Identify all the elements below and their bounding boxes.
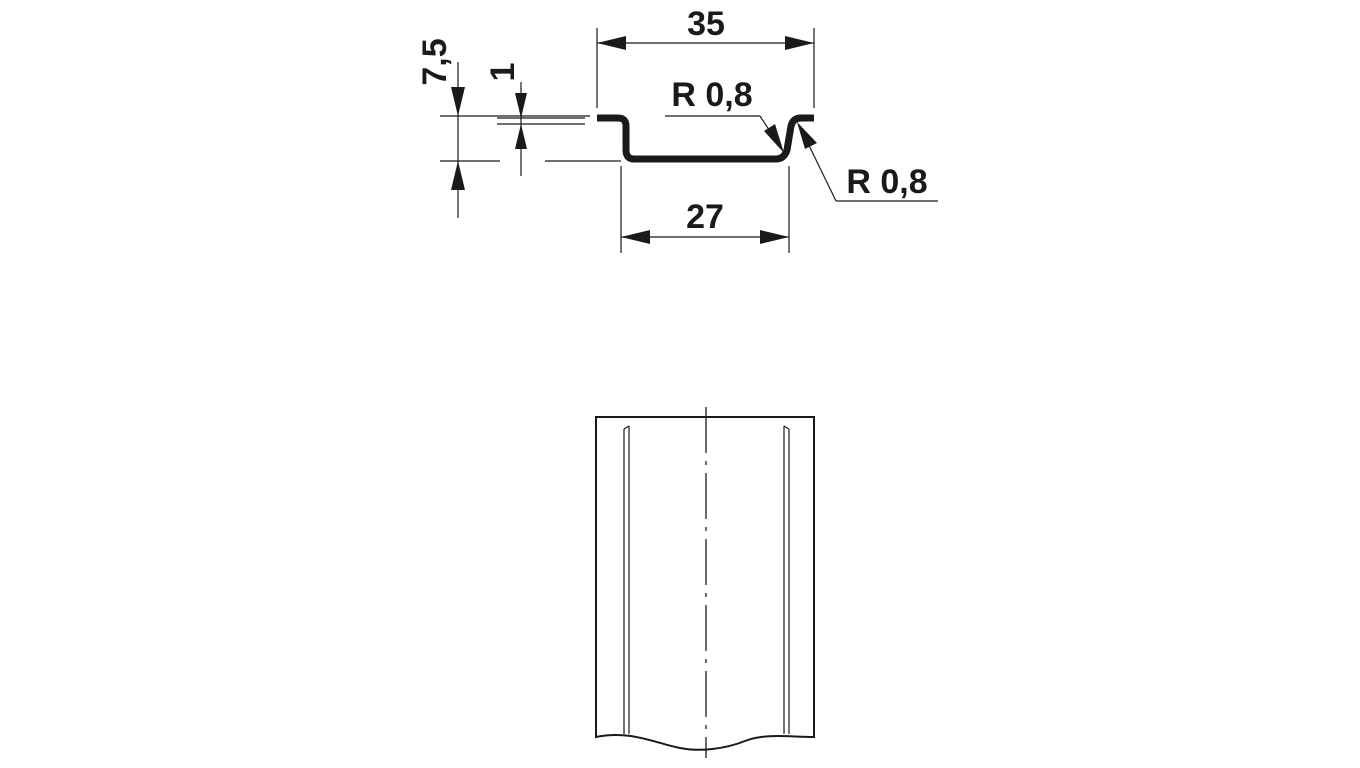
dimension-height: 7,5 <box>416 38 621 218</box>
dimension-thickness: 1 <box>484 63 585 176</box>
dimension-label-35: 35 <box>687 5 725 43</box>
dimension-width-top: 35 <box>596 5 815 108</box>
top-view <box>595 407 815 758</box>
rail-profile <box>597 114 814 163</box>
cross-section-view: 35 27 7,5 1 <box>416 5 938 253</box>
radius-callout-inner: R 0,8 <box>665 76 784 153</box>
dimension-label-27: 27 <box>686 198 724 236</box>
dimension-label-7-5: 7,5 <box>416 38 454 85</box>
dimension-label-1: 1 <box>484 63 522 82</box>
radius-label-outer: R 0,8 <box>846 163 927 201</box>
dimension-width-bottom: 27 <box>620 166 790 253</box>
rail-top-view-outline <box>595 416 815 751</box>
radius-callout-outer: R 0,8 <box>797 122 938 202</box>
radius-label-inner: R 0,8 <box>671 76 752 114</box>
